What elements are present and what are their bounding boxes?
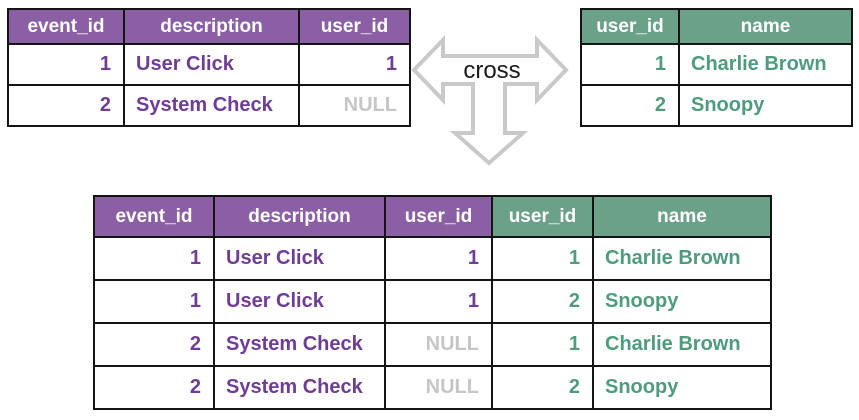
column-header-user_id: user_id bbox=[298, 8, 411, 45]
table-cell: Charlie Brown bbox=[678, 43, 853, 86]
column-header-name: name bbox=[592, 195, 772, 238]
table-cell: 2 bbox=[491, 279, 594, 324]
column-header-user_id: user_id bbox=[580, 8, 680, 45]
table-cell: System Check bbox=[213, 365, 386, 410]
table-cell: System Check bbox=[123, 84, 300, 127]
table-cell: 1 bbox=[93, 279, 215, 324]
column-header-user_id: user_id bbox=[384, 195, 493, 238]
operator-label: cross bbox=[463, 57, 520, 84]
table-cell: Charlie Brown bbox=[592, 322, 772, 367]
column-header-event_id: event_id bbox=[7, 8, 125, 45]
column-header-user_id: user_id bbox=[491, 195, 594, 238]
table-cell: Charlie Brown bbox=[592, 236, 772, 281]
table-cell: 2 bbox=[7, 84, 125, 127]
table-cell: 2 bbox=[93, 365, 215, 410]
null-cell: NULL bbox=[384, 365, 493, 410]
table-cell: User Click bbox=[213, 236, 386, 281]
table-cell: 1 bbox=[384, 236, 493, 281]
table-cell: User Click bbox=[213, 279, 386, 324]
table-cell: 1 bbox=[580, 43, 680, 86]
column-header-description: description bbox=[123, 8, 300, 45]
table-cell: 2 bbox=[580, 84, 680, 127]
column-header-name: name bbox=[678, 8, 853, 45]
table-cell: System Check bbox=[213, 322, 386, 367]
cross-join-arrow: cross bbox=[411, 35, 569, 166]
table-cell: 1 bbox=[384, 279, 493, 324]
table-cell: Snoopy bbox=[592, 365, 772, 410]
null-cell: NULL bbox=[384, 322, 493, 367]
table-cell: 1 bbox=[7, 43, 125, 86]
null-cell: NULL bbox=[298, 84, 411, 127]
column-header-event_id: event_id bbox=[93, 195, 215, 238]
three-way-arrow-icon bbox=[411, 35, 569, 166]
table-cell: Snoopy bbox=[678, 84, 853, 127]
table-cell: 2 bbox=[491, 365, 594, 410]
table-cell: User Click bbox=[123, 43, 300, 86]
table-cell: 1 bbox=[93, 236, 215, 281]
table-cell: 1 bbox=[491, 236, 594, 281]
table-cell: 2 bbox=[93, 322, 215, 367]
table-cell: 1 bbox=[298, 43, 411, 86]
table-cell: Snoopy bbox=[592, 279, 772, 324]
column-header-description: description bbox=[213, 195, 386, 238]
table-cell: 1 bbox=[491, 322, 594, 367]
